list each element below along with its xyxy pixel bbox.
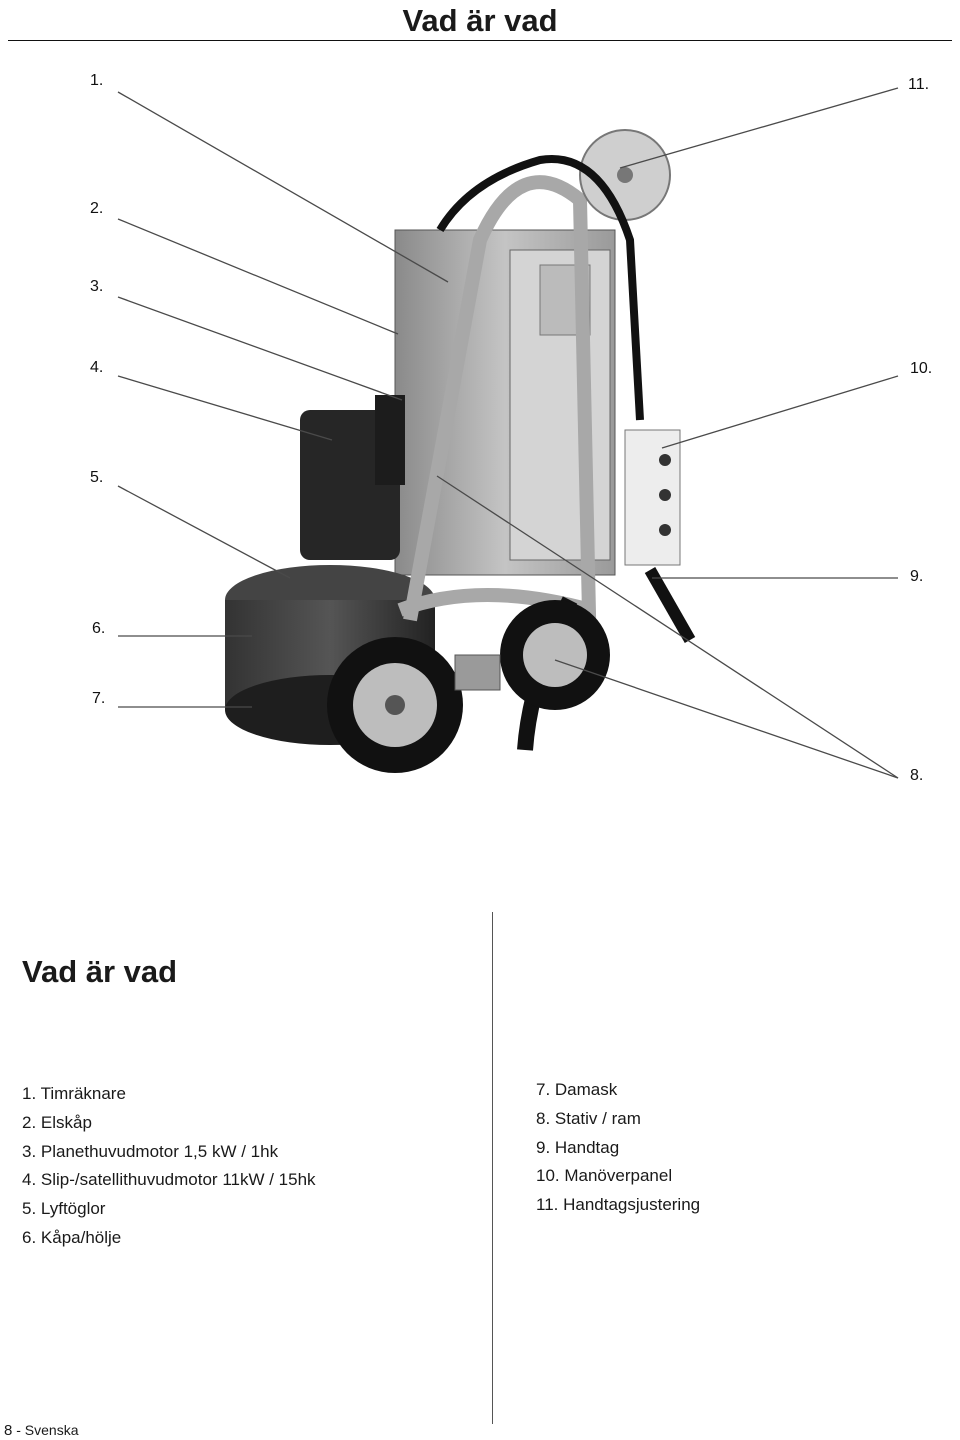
callout-8: 8.	[910, 767, 924, 784]
machine-illustration	[117, 87, 899, 779]
leader-lines	[117, 87, 899, 779]
legend-item: 9. Handtag	[536, 1137, 620, 1157]
legend-right: 7. Damask 8. Stativ / ram 9. Handtag 10.…	[536, 1076, 700, 1220]
legend-item: 1. Timräknare	[22, 1084, 126, 1103]
legend-item: 6. Kåpa/hölje	[22, 1227, 122, 1247]
legend-left: 1. Timräknare 2. Elskåp 3. Planethuvudmo…	[22, 1080, 316, 1253]
page-header-title: Vad är vad	[402, 3, 558, 38]
legend-item: 4. Slip-/satellithuvudmotor 11kW / 15hk	[22, 1170, 316, 1190]
header-rule	[8, 40, 952, 41]
legend-item: 7. Damask	[536, 1080, 618, 1099]
callout-9: 9.	[910, 568, 924, 585]
legend-item: 8. Stativ / ram	[536, 1108, 641, 1128]
legend-item: 11. Handtagsjustering	[536, 1195, 701, 1215]
machine-body	[225, 129, 696, 773]
legend-item: 5. Lyftöglor	[22, 1199, 106, 1219]
legend-item: 3. Planethuvudmotor 1,5 kW / 1hk	[22, 1141, 279, 1161]
footer-language: - Svenska	[16, 1422, 79, 1438]
page-footer: 8 - Svenska	[4, 1421, 78, 1440]
legend-item: 10. Manöverpanel	[536, 1166, 673, 1186]
callout-3: 3.	[90, 278, 104, 295]
callout-6: 6.	[92, 620, 106, 637]
callout-11: 11.	[908, 76, 930, 93]
callout-10: 10.	[910, 360, 933, 377]
legend-item: 2. Elskåp	[22, 1112, 92, 1132]
page-number: 8	[4, 1422, 13, 1439]
callout-5: 5.	[90, 469, 104, 486]
callout-1: 1.	[90, 72, 104, 89]
callout-2: 2.	[90, 200, 104, 217]
callout-4: 4.	[90, 359, 104, 376]
section-title: Vad är vad	[22, 954, 178, 989]
column-divider	[492, 912, 493, 1424]
callout-7: 7.	[92, 690, 106, 707]
